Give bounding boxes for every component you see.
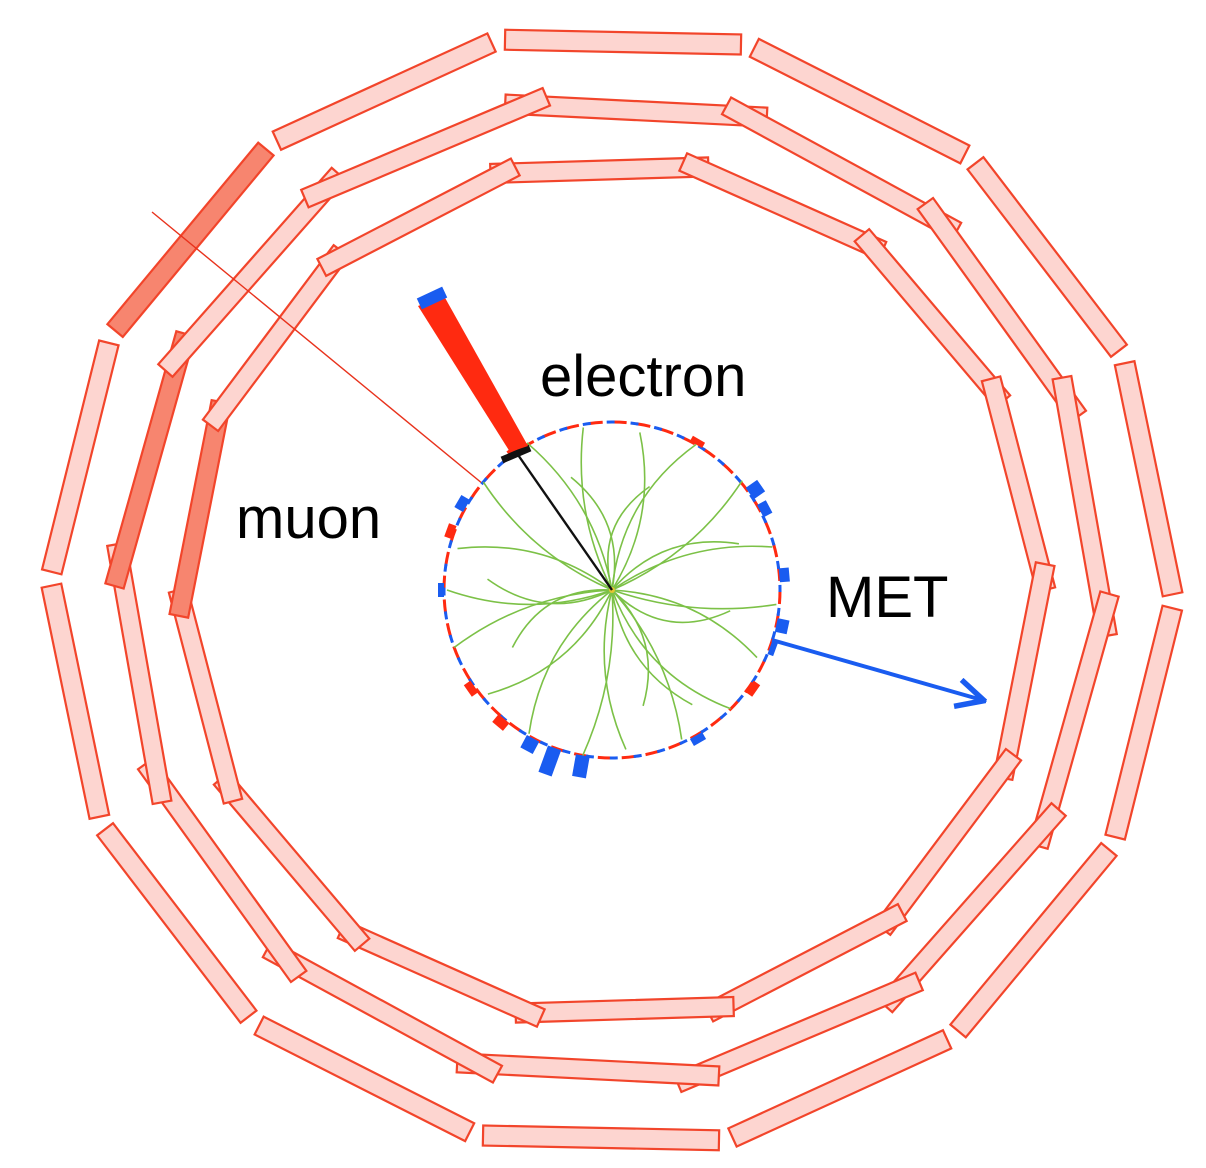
- muon-chamber: [299, 86, 552, 209]
- charged-track: [611, 432, 646, 591]
- calorimeter-deposit: [774, 618, 790, 635]
- electron-calo-cell: [500, 444, 532, 464]
- muon-chamber: [40, 339, 120, 576]
- charged-track: [487, 578, 613, 605]
- muon-chamber: [992, 561, 1056, 782]
- calorimeter-deposit: [767, 640, 778, 657]
- chamber-ring-middle: [104, 86, 1120, 1094]
- charged-track: [611, 589, 777, 610]
- calorimeter-deposit: [756, 500, 773, 518]
- muon-chamber: [40, 582, 111, 821]
- charged-track: [603, 589, 627, 750]
- charged-track: [570, 476, 616, 591]
- charged-track: [453, 589, 613, 649]
- muon-chamber: [481, 1124, 721, 1152]
- calorimeter-deposit: [689, 435, 706, 448]
- calorimeter-deposit: [444, 523, 457, 540]
- met-arrow-icon: [771, 638, 982, 700]
- calorimeter-deposit: [520, 735, 540, 754]
- charged-track: [580, 427, 613, 591]
- muon-chamber: [948, 841, 1119, 1039]
- charged-track: [607, 485, 651, 591]
- inner-detector: [416, 286, 982, 779]
- chamber-ring-outer: [40, 28, 1184, 1152]
- muon-chamber: [748, 37, 971, 165]
- calorimeter-deposit: [463, 680, 479, 697]
- muon-chamber-hit: [105, 141, 276, 339]
- charged-track: [582, 589, 614, 756]
- charged-track: [511, 589, 613, 648]
- calorimeter-deposit: [572, 754, 590, 779]
- muon-chamber: [1104, 604, 1184, 841]
- calorimeter-deposit: [689, 732, 707, 746]
- calorimeter-deposit: [492, 714, 510, 731]
- charged-track: [457, 546, 613, 591]
- muon-chamber: [489, 156, 710, 185]
- calorimeter-deposit: [745, 479, 766, 500]
- muon-chambers: [40, 28, 1184, 1152]
- muon-chamber-hit: [168, 398, 232, 619]
- charged-track: [611, 545, 773, 591]
- electron-track: [515, 451, 613, 591]
- muon-chamber: [253, 1015, 476, 1143]
- charged-track: [611, 589, 731, 624]
- muon-chamber: [95, 821, 259, 1025]
- muon-chamber: [167, 586, 244, 805]
- muon-chamber: [315, 157, 522, 278]
- calorimeter-deposit: [454, 494, 471, 513]
- charged-track: [611, 541, 740, 591]
- calorimeter-deposit: [538, 745, 562, 777]
- charged-track: [482, 481, 613, 591]
- calorimeter-deposit: [438, 583, 444, 597]
- chamber-ring-inner: [167, 151, 1057, 1029]
- muon-chamber: [965, 155, 1129, 359]
- muon-label: muon: [236, 486, 381, 551]
- charged-track: [611, 589, 650, 707]
- calorimeter-deposit: [778, 567, 790, 583]
- charged-track: [528, 589, 613, 734]
- met-label: MET: [826, 565, 948, 630]
- muon-chamber: [514, 995, 735, 1024]
- charged-track: [611, 589, 758, 659]
- charged-track: [611, 589, 683, 740]
- electron-label: electron: [540, 344, 746, 409]
- calorimeter-deposit: [745, 680, 761, 697]
- muon-chamber: [1113, 359, 1184, 598]
- muon-chamber: [980, 375, 1057, 594]
- muon-chamber: [271, 31, 498, 152]
- muon-chamber: [726, 1028, 953, 1149]
- charged-track: [526, 442, 613, 591]
- charged-track: [611, 589, 693, 706]
- electron-tower-cap: [416, 286, 448, 310]
- muon-chamber: [503, 28, 743, 56]
- charged-track: [446, 589, 613, 606]
- charged-track: [487, 589, 613, 695]
- charged-track: [611, 589, 732, 710]
- electron-tower: [418, 296, 528, 452]
